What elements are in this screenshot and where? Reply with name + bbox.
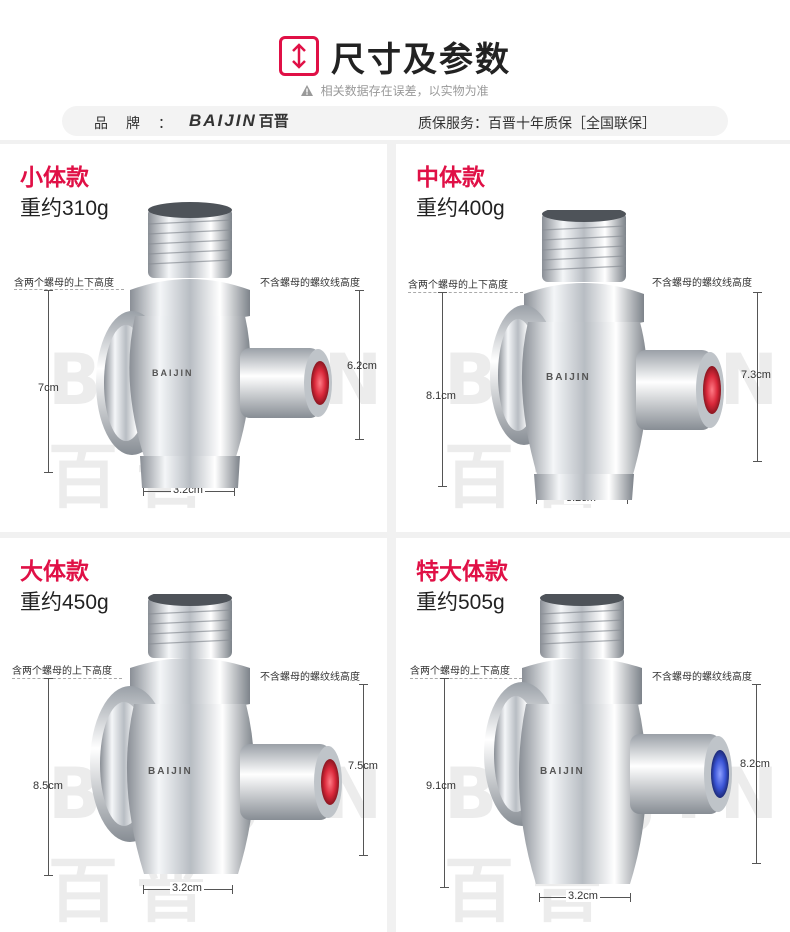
with-nuts-label: 含两个螺母的上下高度 — [410, 666, 510, 677]
valve-brand: BAIJIN — [152, 368, 194, 378]
without-nuts-label: 不含螺母的螺纹线高度 — [652, 672, 752, 683]
service-text: 质保服务：百晋十年质保［全国联保］ — [418, 115, 656, 131]
product-weight: 重约310g — [20, 197, 109, 220]
with-nuts-label: 含两个螺母的上下高度 — [408, 280, 508, 291]
thread-height-dimension — [355, 290, 364, 440]
product-weight: 重约505g — [416, 591, 505, 614]
guide-line — [408, 292, 523, 293]
guide-line — [12, 678, 122, 679]
total-height-dimension — [438, 292, 447, 487]
valve-brand: BAIJIN — [148, 766, 193, 777]
total-height-value: 9.1cm — [426, 780, 456, 792]
warning-icon — [301, 85, 314, 96]
flush-valve-image: BAIJIN — [90, 594, 342, 874]
brand-label: 品牌： — [94, 115, 190, 131]
thread-height-value: 8.2cm — [740, 758, 770, 770]
guide-line — [410, 678, 522, 679]
brand-logo-cn: 百晋 — [258, 113, 289, 130]
total-height-value: 8.1cm — [426, 390, 456, 402]
total-height-value: 7cm — [38, 382, 59, 394]
flush-valve-image: BAIJIN — [96, 202, 332, 488]
flush-valve-image: BAIJIN — [484, 594, 732, 884]
total-height-value: 8.5cm — [33, 780, 63, 792]
thread-height-value: 7.3cm — [741, 369, 771, 381]
guide-line — [14, 289, 124, 290]
title-text: 尺寸及参数 — [331, 39, 511, 80]
without-nuts-label: 不含螺母的螺纹线高度 — [652, 278, 752, 289]
vertical-arrows-icon — [279, 36, 319, 76]
with-nuts-label: 含两个螺母的上下高度 — [12, 666, 112, 677]
product-weight: 重约400g — [416, 197, 505, 220]
width-value: 3.2cm — [170, 882, 204, 894]
total-height-dimension — [44, 290, 53, 473]
thread-height-value: 6.2cm — [347, 360, 377, 372]
without-nuts-label: 不含螺母的螺纹线高度 — [260, 672, 360, 683]
total-height-dimension — [44, 678, 53, 876]
valve-brand: BAIJIN — [540, 766, 585, 777]
brand-logo-text: BAIJIN — [189, 111, 257, 130]
notice: 相关数据存在误差，以实物为准 — [0, 82, 790, 99]
thread-height-dimension — [753, 292, 762, 462]
product-name: 特大体款 — [416, 559, 508, 585]
product-weight: 重约450g — [20, 591, 109, 614]
without-nuts-label: 不含螺母的螺纹线高度 — [260, 278, 360, 289]
thread-height-dimension — [359, 684, 368, 856]
flush-valve-image: BAIJIN — [490, 210, 724, 500]
thread-height-value: 7.5cm — [348, 760, 378, 772]
thread-height-dimension — [752, 684, 761, 864]
product-name: 大体款 — [20, 559, 89, 585]
width-value: 3.2cm — [566, 890, 600, 902]
product-name: 小体款 — [20, 165, 89, 191]
page-title: 尺寸及参数 — [0, 30, 790, 82]
notice-text: 相关数据存在误差，以实物为准 — [320, 84, 489, 98]
valve-brand: BAIJIN — [546, 372, 591, 383]
total-height-dimension — [440, 678, 449, 888]
with-nuts-label: 含两个螺母的上下高度 — [14, 278, 114, 289]
product-name: 中体款 — [416, 165, 485, 191]
